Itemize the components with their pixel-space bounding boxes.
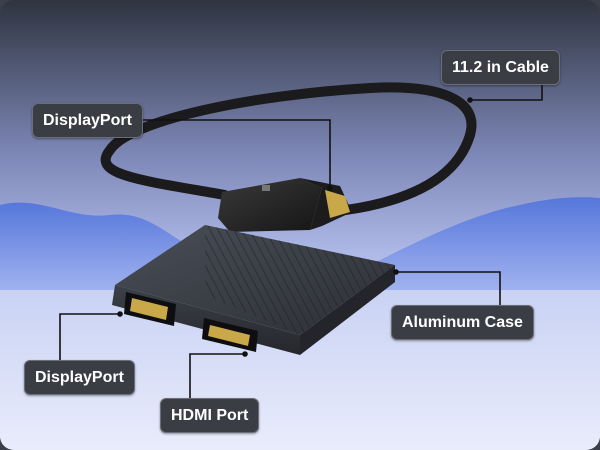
hdmi-port-label: HDMI Port [160, 398, 260, 433]
displayport-plug [218, 178, 352, 232]
cable-length-label: 11.2 in Cable [441, 50, 560, 85]
aluminum-case-label: Aluminum Case [391, 305, 534, 340]
mountain-range-right [360, 197, 600, 300]
displayport-port-label: DisplayPort [24, 360, 135, 395]
displayport-port [124, 292, 176, 326]
leader-lines [59, 82, 543, 400]
hdmi-port [202, 318, 258, 352]
cable [100, 82, 477, 217]
aluminum-case [112, 225, 395, 355]
displayport-plug-label: DisplayPort [32, 103, 143, 138]
